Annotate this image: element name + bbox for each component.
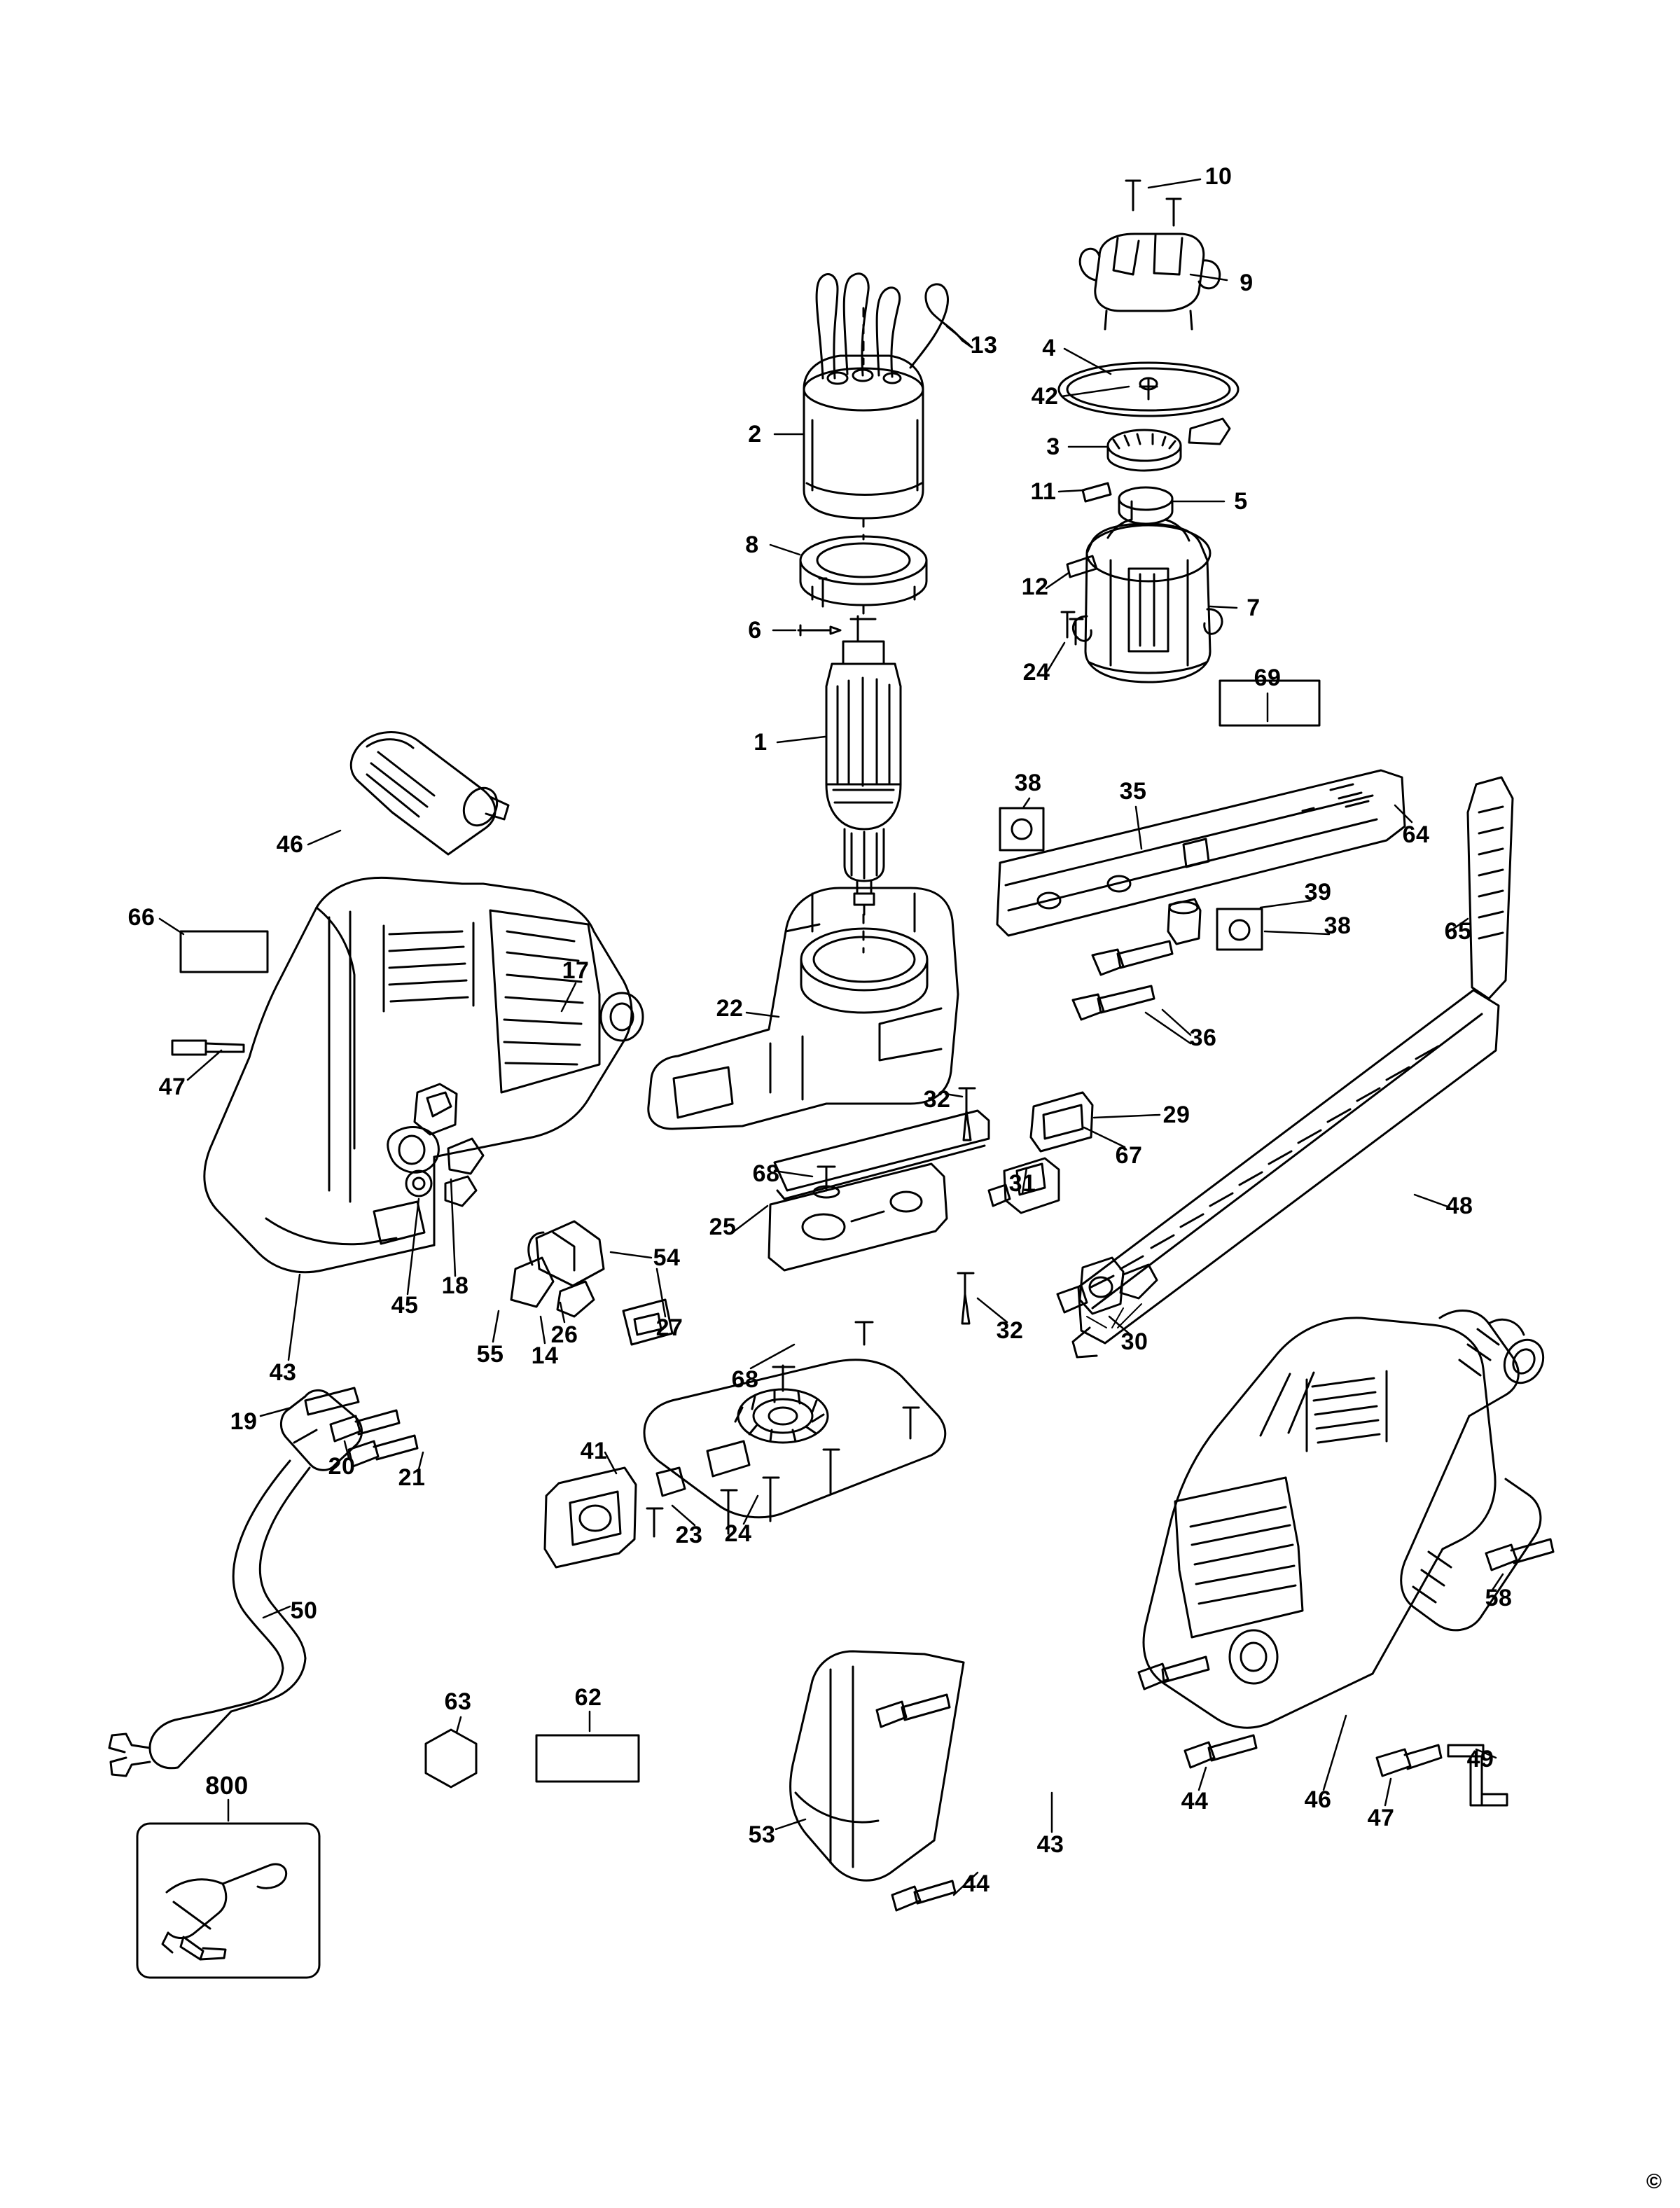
callout-50: 50 (290, 1597, 318, 1624)
callout-4: 4 (1042, 335, 1056, 361)
callout-26: 26 (550, 1321, 578, 1348)
callout-58: 58 (1485, 1585, 1513, 1611)
callout-45: 45 (391, 1292, 419, 1319)
callout-21: 21 (398, 1464, 426, 1491)
callout-49: 49 (1466, 1746, 1494, 1772)
callout-14: 14 (531, 1342, 559, 1369)
callout-53: 53 (748, 1821, 776, 1848)
callout-44-lower: 44 (962, 1870, 990, 1897)
callout-67: 67 (1115, 1142, 1143, 1169)
callout-44-right: 44 (1181, 1788, 1209, 1814)
callout-9: 9 (1240, 270, 1254, 296)
callout-29: 29 (1162, 1102, 1190, 1128)
callout-55: 55 (476, 1341, 504, 1368)
callout-32-lower: 32 (996, 1317, 1024, 1344)
callout-19: 19 (230, 1408, 258, 1435)
callout-5: 5 (1234, 488, 1248, 515)
callout-7: 7 (1247, 595, 1261, 621)
callout-36: 36 (1189, 1025, 1217, 1051)
callout-39: 39 (1304, 879, 1332, 905)
callout-54: 54 (653, 1244, 681, 1271)
callout-62: 62 (574, 1684, 602, 1711)
callout-64: 64 (1402, 821, 1430, 848)
callout-12: 12 (1021, 574, 1049, 600)
callout-2: 2 (748, 421, 762, 447)
callout-42: 42 (1031, 383, 1059, 410)
callout-48: 48 (1445, 1193, 1473, 1219)
callout-38-right: 38 (1324, 912, 1352, 939)
callout-46-right: 46 (1304, 1786, 1332, 1813)
copyright-symbol: © (1646, 2170, 1662, 2193)
callout-47-left: 47 (158, 1074, 186, 1100)
callout-32-upper: 32 (923, 1086, 951, 1113)
callout-24-lower: 24 (724, 1520, 752, 1547)
callout-47-right: 47 (1367, 1805, 1395, 1831)
callout-63: 63 (444, 1688, 472, 1715)
callout-35: 35 (1119, 778, 1147, 805)
callout-11: 11 (1030, 478, 1057, 505)
callout-3: 3 (1046, 433, 1060, 460)
callout-46-left: 46 (276, 831, 304, 858)
callout-13: 13 (970, 332, 998, 359)
callout-31: 31 (1008, 1170, 1036, 1197)
callout-6: 6 (748, 617, 762, 644)
callout-69: 69 (1254, 665, 1282, 691)
callout-800: 800 (205, 1771, 249, 1800)
callout-27: 27 (655, 1314, 683, 1341)
callout-25: 25 (709, 1214, 737, 1240)
callout-38-left: 38 (1014, 770, 1042, 796)
callout-43-right: 43 (1036, 1831, 1064, 1858)
callout-8: 8 (745, 532, 759, 558)
callout-17: 17 (562, 957, 590, 984)
callout-22: 22 (716, 995, 744, 1022)
callout-41: 41 (580, 1438, 608, 1464)
callout-23: 23 (675, 1522, 703, 1548)
callout-68-lower: 68 (731, 1366, 759, 1393)
callout-1: 1 (754, 729, 768, 756)
callout-65: 65 (1444, 918, 1472, 945)
callout-20: 20 (328, 1453, 356, 1480)
callout-68-upper: 68 (752, 1160, 780, 1187)
callout-30: 30 (1120, 1328, 1148, 1355)
callout-24-top: 24 (1022, 659, 1050, 686)
callout-66: 66 (127, 904, 155, 931)
callout-10: 10 (1205, 163, 1233, 190)
callout-43-left: 43 (269, 1359, 297, 1386)
callout-18: 18 (441, 1272, 469, 1299)
